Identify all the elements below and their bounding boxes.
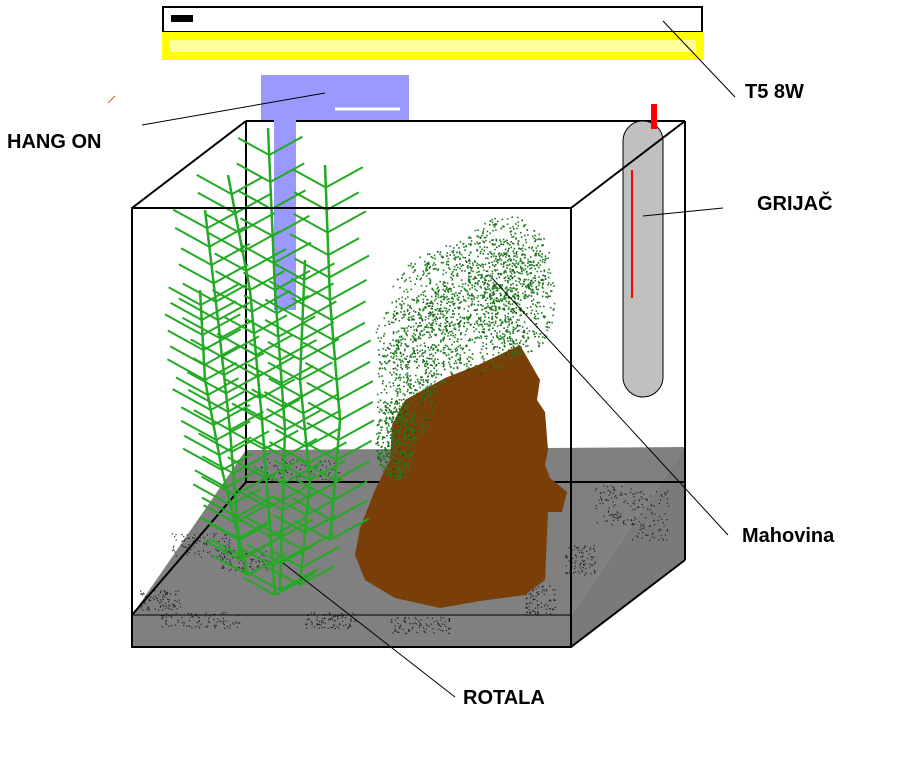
lamp-housing (162, 6, 703, 33)
leader-moss (491, 277, 729, 536)
rotala-stem (289, 164, 375, 541)
rotala-stem (263, 257, 347, 586)
leader-lines (107, 20, 736, 698)
hang-on-filter (261, 75, 409, 310)
label-plant: ROTALA (463, 687, 545, 709)
leader-plant (282, 562, 456, 698)
tank-front-edges (131, 120, 686, 648)
leader-filter (141, 92, 326, 126)
substrate-front (132, 615, 571, 647)
filter-intake (274, 120, 296, 310)
rotala-stem (164, 282, 288, 576)
label-heater: GRIJAČ (757, 191, 833, 215)
heater-glass (622, 120, 664, 398)
substrate-side (571, 447, 685, 647)
rock (355, 345, 567, 608)
rotala-plants (164, 127, 375, 596)
moss (375, 216, 556, 481)
rotala-stem (196, 174, 315, 596)
heater (622, 104, 664, 398)
lamp-tube-glow (170, 40, 696, 52)
label-moss: Mahovina (742, 525, 835, 547)
lamp-switch (171, 15, 193, 22)
heater-cap (651, 104, 657, 129)
filter-body (261, 75, 409, 120)
leader-heater (642, 207, 724, 217)
label-light: T5 8W (745, 81, 804, 103)
label-filter: HANG ON (7, 131, 101, 153)
stray-mark (107, 95, 116, 104)
gravel-specks (140, 458, 670, 635)
leader-light (662, 20, 736, 98)
lamp (162, 6, 704, 60)
